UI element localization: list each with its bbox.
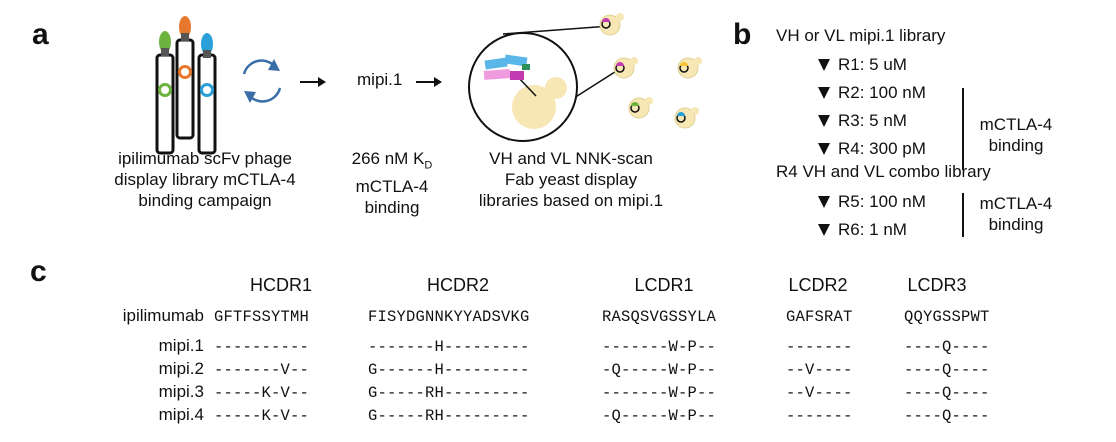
seq-hcdr1: -------V--	[214, 361, 310, 379]
phage-green-icon	[155, 31, 175, 155]
seq-lcdr2: -------	[786, 407, 853, 425]
selection-rounds-2: R5: 100 nM R6: 1 nM	[818, 188, 926, 244]
caption-yeast-libraries: VH and VL NNK-scan Fab yeast display lib…	[456, 148, 686, 211]
down-arrow-icon	[818, 224, 830, 236]
seq-lcdr2: --V----	[786, 361, 853, 379]
caption-line: display library mCTLA-4	[114, 170, 296, 189]
seq-hcdr2: G-----RH---------	[368, 407, 530, 425]
bracket-line	[962, 88, 964, 170]
seq-lcdr3: ----Q----	[904, 384, 990, 402]
panel-label-a: a	[32, 18, 49, 51]
phage-blue-icon	[197, 33, 217, 155]
round-row: R2: 100 nM	[818, 79, 926, 107]
yeast-cell-icon	[628, 97, 653, 119]
header-lcdr2: LCDR2	[788, 275, 848, 295]
caption-kd: 266 nM KD mCTLA-4 binding	[322, 148, 462, 218]
caption-phage-library: ipilimumab scFv phage display library mC…	[100, 148, 310, 211]
yeast-cell-icon	[613, 57, 638, 79]
selection-title-2: R4 VH and VL combo library	[776, 162, 991, 181]
seq-lcdr1: RASQSVGSSYLA	[602, 308, 717, 326]
caption-line: ipilimumab scFv phage	[118, 149, 292, 168]
header-hcdr1: HCDR1	[249, 275, 312, 295]
caption-line: binding	[364, 198, 420, 218]
row-name: ipilimumab	[122, 306, 204, 325]
seq-hcdr1: GFTFSSYTMH	[214, 308, 310, 326]
mipi1-label: mipi.1	[357, 70, 403, 89]
row-name: mipi.2	[158, 359, 204, 378]
seq-hcdr2: G-----RH---------	[368, 384, 530, 402]
header-hcdr2: HCDR2	[426, 275, 489, 295]
seq-hcdr1: -----K-V--	[214, 384, 310, 402]
row-name: mipi.1	[158, 336, 204, 355]
row-name: mipi.3	[158, 382, 204, 401]
seq-hcdr2: G------H---------	[368, 361, 530, 379]
header-lcdr3: LCDR3	[907, 275, 967, 295]
header-lcdr1: LCDR1	[634, 275, 694, 295]
caption-line: libraries based on mipi.1	[478, 191, 664, 210]
yeast-magnified-icon	[468, 25, 619, 142]
seq-lcdr2: --V----	[786, 384, 853, 402]
seq-lcdr1: -------W-P--	[602, 338, 717, 356]
cycle-icon	[242, 59, 282, 103]
kd-value: 266 nM KD	[351, 149, 433, 172]
seq-lcdr1: -Q-----W-P--	[602, 407, 717, 425]
round-row: R1: 5 uM	[818, 51, 926, 79]
down-arrow-icon	[818, 87, 830, 99]
yeast-cell-icon	[599, 13, 624, 36]
seq-hcdr1: ----------	[214, 338, 310, 356]
down-arrow-icon	[818, 115, 830, 127]
seq-hcdr1: -----K-V--	[214, 407, 310, 425]
seq-lcdr3: ----Q----	[904, 407, 990, 425]
arrow-right-icon	[416, 77, 442, 87]
caption-line: Fab yeast display	[504, 170, 638, 189]
row-name: mipi.4	[158, 405, 204, 424]
yeast-cell-icon	[677, 57, 702, 79]
arrow-right-icon	[300, 77, 326, 87]
seq-lcdr3: QQYGSSPWT	[904, 308, 990, 326]
seq-lcdr1: -------W-P--	[602, 384, 717, 402]
panel-label-c: c	[30, 255, 47, 288]
bracket-line	[962, 193, 964, 237]
round-row: R3: 5 nM	[818, 107, 926, 135]
seq-lcdr3: ----Q----	[904, 361, 990, 379]
seq-hcdr2: -------H---------	[368, 338, 530, 356]
seq-hcdr2: FISYDGNNKYYADSVKG	[368, 308, 530, 326]
panel-label-b: b	[733, 18, 752, 51]
seq-lcdr2: -------	[786, 338, 853, 356]
down-arrow-icon	[818, 143, 830, 155]
caption-line: binding campaign	[138, 191, 272, 210]
down-arrow-icon	[818, 59, 830, 71]
seq-lcdr1: -Q-----W-P--	[602, 361, 717, 379]
panel-a-schematic	[155, 13, 702, 155]
selection-rounds-1: R1: 5 uM R2: 100 nM R3: 5 nM R4: 300 pM	[818, 51, 926, 163]
down-arrow-icon	[818, 196, 830, 208]
seq-lcdr2: GAFSRAT	[786, 308, 853, 326]
round-row: R6: 1 nM	[818, 216, 926, 244]
round-row: R4: 300 pM	[818, 135, 926, 163]
round-row: R5: 100 nM	[818, 188, 926, 216]
caption-line: VH and VL NNK-scan	[489, 149, 653, 168]
caption-line: mCTLA-4	[355, 177, 429, 197]
seq-lcdr3: ----Q----	[904, 338, 990, 356]
yeast-cell-icon	[674, 107, 699, 129]
phage-orange-icon	[175, 16, 195, 140]
selection-title-1: VH or VL mipi.1 library	[776, 26, 946, 45]
